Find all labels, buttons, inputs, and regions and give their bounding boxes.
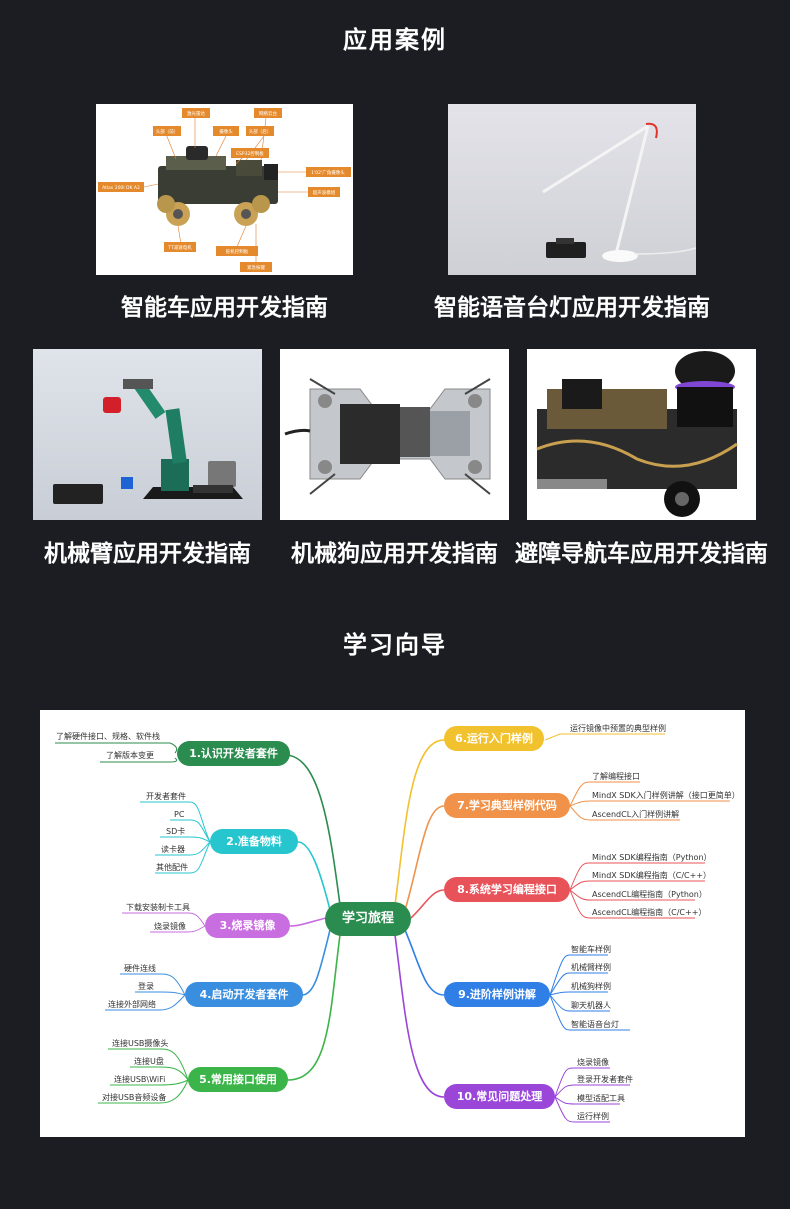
car-label: 1'02'广角摄像头: [311, 169, 345, 176]
car-label: 头部（前）: [156, 128, 179, 135]
branch-node: 1.认识开发者套件: [177, 741, 290, 766]
robot-arm-image: [33, 349, 262, 520]
guide-title: 学习向导: [343, 631, 447, 659]
leaf-item: 机械狗样例: [571, 982, 611, 991]
leaf-item: 其他配件: [156, 863, 188, 872]
branch-node: 2.准备物料: [210, 829, 298, 854]
car-label: 摄像头: [219, 128, 233, 135]
case-caption: 智能车应用开发指南: [121, 295, 328, 321]
leaf-item: 烧录镜像: [154, 922, 186, 931]
branch-node: 6.运行入门样例: [444, 726, 544, 751]
leaf-item: MindX SDK编程指南（Python）: [592, 853, 712, 862]
car-label: Atlas 200I DK A2: [102, 185, 140, 191]
leaf-item: 读卡器: [161, 845, 185, 854]
leaf-item: 智能车样例: [571, 945, 611, 954]
leaf-item: SD卡: [166, 827, 186, 836]
branch-node: 8.系统学习编程接口: [444, 877, 570, 902]
leaf-item: 登录: [138, 982, 154, 991]
leaf-item: 开发者套件: [146, 792, 186, 801]
leaf-item: 下载安装制卡工具: [126, 903, 190, 912]
leaf-item: 硬件连线: [124, 964, 156, 973]
leaf-item: 运行样例: [577, 1112, 609, 1121]
smart-car-image: 激光雷达 网络云台 头部（前） 摄像头 头部（后） ESP32控制板 Atlas…: [96, 104, 353, 275]
leaf-item: AscendCL编程指南（C/C++）: [592, 908, 707, 917]
leaf-item: 烧录镜像: [577, 1058, 609, 1067]
mindmap-center-node: 学习旅程: [325, 902, 411, 936]
leaf-item: AscendCL入门样例讲解: [592, 810, 680, 819]
leaf-item: 连接U盘: [134, 1057, 164, 1066]
car-label: 超声波模组: [313, 189, 336, 196]
leaf-item: AscendCL编程指南（Python）: [592, 890, 707, 899]
leaf-item: PC: [174, 810, 185, 819]
leaf-item: 聊天机器人: [571, 1001, 611, 1010]
car-label: TT减速电机: [167, 244, 192, 251]
leaf-item: 了解硬件接口、规格、软件栈: [56, 732, 160, 741]
nav-car-image: [527, 349, 756, 520]
smart-lamp-image: [448, 104, 696, 275]
leaf-item: 连接USB摄像头: [112, 1039, 169, 1048]
car-label: ESP32控制板: [236, 150, 264, 157]
branch-node: 9.进阶样例讲解: [444, 982, 550, 1007]
leaf-item: 了解编程接口: [592, 772, 640, 781]
leaf-item: 运行镜像中预置的典型样例: [570, 724, 666, 733]
leaf-item: 对接USB音频设备: [102, 1093, 167, 1102]
car-label: 头部（后）: [249, 128, 272, 135]
learning-mindmap: 学习旅程 1.认识开发者套件 2.准备物料 3.烧录镜像 4.启动开发者套件 5…: [40, 710, 745, 1137]
leaf-item: 登录开发者套件: [577, 1075, 633, 1084]
cases-title: 应用案例: [343, 26, 447, 54]
leaf-item: MindX SDK编程指南（C/C++）: [592, 871, 712, 880]
case-caption: 机械臂应用开发指南: [44, 541, 251, 567]
leaf-item: 了解版本变更: [106, 751, 154, 760]
branch-node: 3.烧录镜像: [205, 913, 290, 938]
leaf-item: 智能语音台灯: [571, 1020, 619, 1029]
robot-dog-image: [280, 349, 509, 520]
car-label: 舵机控制板: [226, 248, 249, 255]
branch-node: 5.常用接口使用: [188, 1067, 288, 1092]
case-caption: 智能语音台灯应用开发指南: [434, 295, 710, 321]
case-caption: 机械狗应用开发指南: [291, 541, 498, 567]
leaf-item: MindX SDK入门样例讲解（接口更简单）: [592, 791, 740, 800]
car-label: 网络云台: [259, 110, 277, 117]
leaf-item: 模型适配工具: [577, 1094, 625, 1103]
leaf-item: 连接USB\WiFi: [114, 1075, 166, 1084]
leaf-item: 连接外部网络: [108, 1000, 156, 1009]
branch-node: 4.启动开发者套件: [185, 982, 303, 1007]
leaf-item: 机械臂样例: [571, 963, 611, 972]
mindmap-connectors: [55, 733, 730, 1123]
car-label: 激光雷达: [187, 110, 205, 117]
car-label: 紧急按键: [247, 264, 265, 271]
branch-node: 10.常见问题处理: [444, 1084, 555, 1109]
case-caption: 避障导航车应用开发指南: [515, 541, 768, 567]
branch-node: 7.学习典型样例代码: [444, 793, 570, 818]
